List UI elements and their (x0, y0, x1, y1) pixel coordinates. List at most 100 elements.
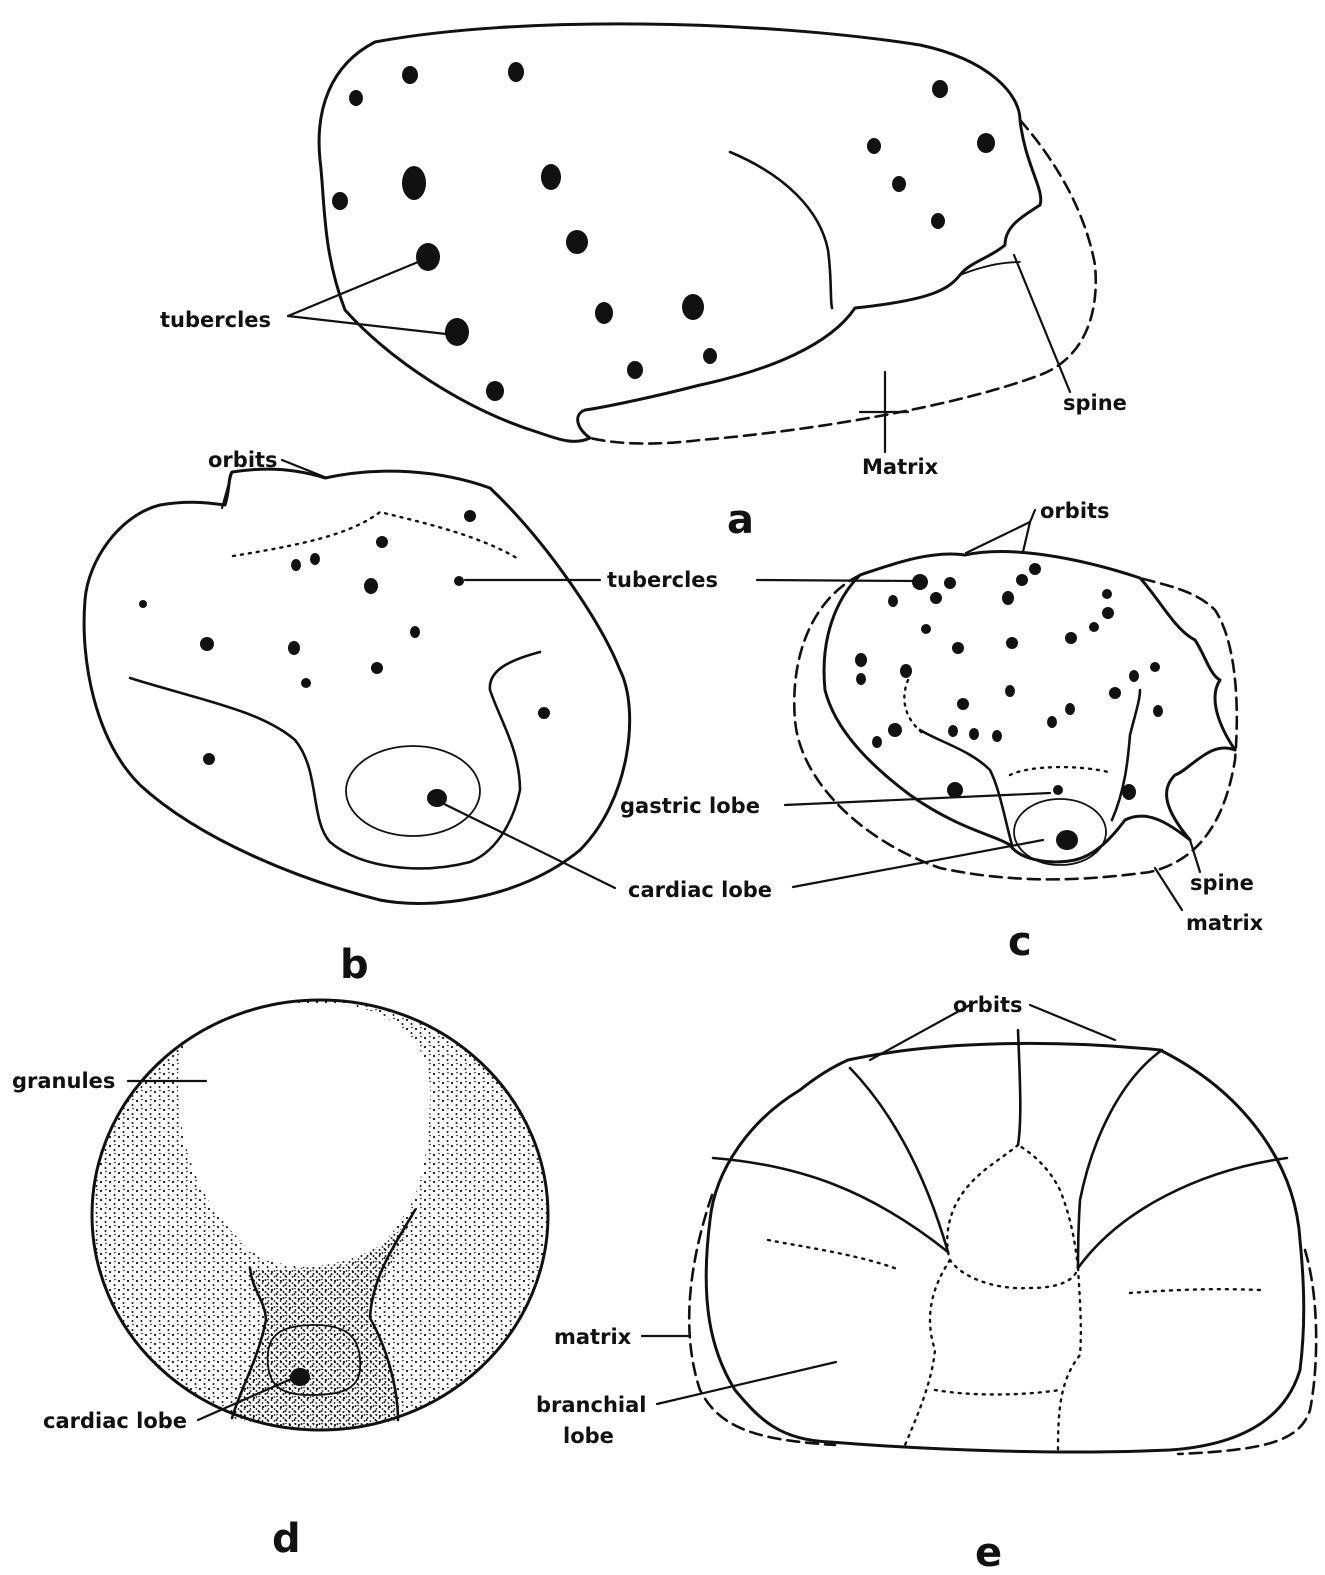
panel-b-carapace-outline (84, 469, 630, 903)
panel-e-label-matrix: matrix (554, 1325, 632, 1349)
panel-e-dotted-cardiac (935, 1390, 1060, 1395)
panel-e-matrix-right (1178, 1250, 1316, 1454)
tubercle (900, 664, 912, 678)
tubercle (349, 90, 363, 106)
panel-e-groove-left-lower (713, 1158, 948, 1252)
tubercle (538, 707, 550, 719)
panel-c-label-matrix: matrix (1186, 911, 1264, 935)
panel-d-label-granules: granules (12, 1069, 115, 1093)
panel-e-groove-center (1018, 1030, 1020, 1145)
tubercle (410, 626, 420, 638)
tubercle (566, 230, 588, 254)
tubercle (1102, 607, 1114, 619)
tubercle (291, 559, 301, 571)
tubercle (1053, 785, 1063, 795)
tubercle (301, 678, 311, 688)
panel-a-letter: a (727, 497, 754, 543)
panel-c-orbits-leader-2 (1023, 522, 1030, 552)
panel-d: granules cardiac lobe d (12, 1000, 548, 1562)
panel-a-tubercles-leader-1 (288, 262, 418, 316)
tubercle (1109, 687, 1121, 699)
panel-a-groove (730, 152, 832, 308)
panel-c-matrix-leader (1155, 868, 1182, 910)
tubercle (977, 133, 995, 153)
panel-c-label-orbits: orbits (1040, 499, 1110, 523)
panel-b: orbits tubercles cardiac lobe b (84, 448, 772, 988)
tubercle (627, 361, 643, 379)
tubercle (952, 642, 964, 654)
tubercle (682, 294, 704, 320)
panel-e-groove-left-upper (850, 1068, 948, 1252)
panel-a-label-tubercles: tubercles (160, 308, 271, 332)
panel-e-dotted-right-ridge (1130, 1289, 1260, 1293)
tubercle (867, 138, 881, 154)
tubercle (1005, 685, 1015, 697)
panel-a-label-matrix: Matrix (862, 455, 939, 479)
tubercle (944, 577, 956, 589)
panel-e-orbits-leader-2 (1030, 1005, 1115, 1040)
panel-b-groove-left (130, 652, 540, 868)
panel-c-right-groove (1112, 690, 1140, 820)
tubercle (957, 698, 969, 710)
tubercle (1089, 622, 1099, 632)
tubercle (1016, 574, 1028, 586)
tubercle (595, 302, 613, 324)
panel-c-dotted-left (904, 680, 925, 735)
tubercle (371, 662, 383, 674)
tubercle (932, 80, 948, 98)
tubercle (947, 782, 963, 798)
panel-e-dotted-left-ridge (768, 1240, 900, 1270)
tubercle (1102, 589, 1112, 599)
panel-c-carapace-outline (824, 552, 1235, 862)
tubercle (508, 62, 524, 82)
tubercle (921, 624, 931, 634)
panel-e-dotted-mesogastric (947, 1145, 1078, 1288)
panel-e-groove-right-upper (1078, 1050, 1162, 1268)
panel-a-spine-leader (1014, 255, 1070, 392)
panel-e-matrix-left (689, 1195, 835, 1445)
tubercle (948, 725, 958, 737)
panel-c-orbits-leader-3 (1030, 510, 1035, 522)
panel-e-carapace-outline (706, 1043, 1304, 1452)
panel-b-label-cardiac-lobe: cardiac lobe (628, 878, 772, 902)
tubercle (1065, 632, 1077, 644)
panel-b-tubercles (139, 510, 550, 807)
tubercle (200, 637, 214, 651)
panel-c-gastric-dotted (1010, 767, 1108, 775)
panel-e: orbits matrix branchial lobe e (536, 993, 1316, 1575)
panel-e-dotted-left-branch (905, 1260, 950, 1445)
tubercle (1056, 830, 1078, 850)
panel-e-letter: e (975, 1530, 1002, 1575)
tubercle (1129, 670, 1139, 682)
tubercle (203, 753, 215, 765)
panel-c-letter: c (1008, 919, 1032, 965)
tubercle (872, 736, 882, 748)
panel-b-label-tubercles: tubercles (607, 568, 718, 592)
tubercle (888, 723, 902, 737)
tubercle (703, 348, 717, 364)
panel-e-label-lobe: lobe (563, 1424, 614, 1448)
panel-c-gastric-leader (785, 793, 1050, 805)
panel-c-label-gastric-lobe: gastric lobe (620, 794, 760, 818)
panel-a-tubercles (332, 62, 995, 401)
panel-c-cardiac-lobe-outline (1014, 799, 1106, 865)
panel-b-dotted-line (233, 512, 520, 560)
tubercle (1065, 703, 1075, 715)
tubercle (454, 576, 464, 586)
panel-b-cardiac-leader (440, 802, 615, 888)
tubercle (1150, 662, 1160, 672)
panel-e-groove-right-lower (1078, 1158, 1287, 1268)
panel-e-dotted-right-branch (1058, 1268, 1081, 1452)
tubercle (856, 673, 866, 685)
tubercle (931, 213, 945, 229)
panel-c-orbits-leader-1 (966, 522, 1030, 553)
tubercle (892, 176, 906, 192)
tubercle (541, 164, 561, 190)
tubercle (376, 536, 388, 548)
panel-e-label-orbits: orbits (953, 993, 1023, 1017)
tubercle (930, 592, 942, 604)
tubercle (332, 192, 348, 210)
tubercle (888, 595, 898, 607)
